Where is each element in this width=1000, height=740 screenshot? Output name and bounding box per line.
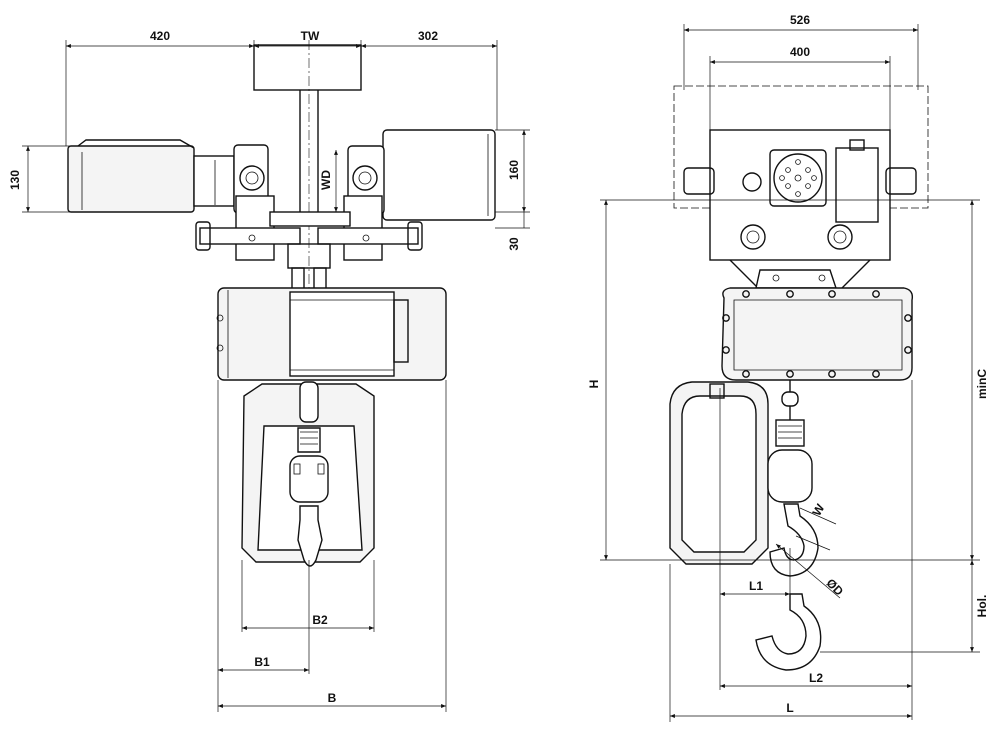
hook-block-side <box>755 380 822 671</box>
label-w: W <box>810 501 828 518</box>
label-od: ØD <box>824 576 847 599</box>
hoist-body <box>216 287 447 381</box>
label-400: 400 <box>790 45 810 59</box>
label-minc: minC <box>975 369 989 399</box>
label-420: 420 <box>150 29 170 43</box>
side-dimensions <box>600 24 980 722</box>
label-l: L <box>786 701 793 715</box>
label-l2: L2 <box>809 671 823 685</box>
label-l1: L1 <box>749 579 763 593</box>
label-tw: TW <box>301 29 320 43</box>
trolley-frame <box>195 195 423 291</box>
label-30: 30 <box>507 237 521 251</box>
hook-block-front <box>289 381 329 567</box>
label-b1: B1 <box>254 655 270 669</box>
label-b: B <box>328 691 337 705</box>
label-526: 526 <box>790 13 810 27</box>
label-302: 302 <box>418 29 438 43</box>
front-view <box>22 40 530 712</box>
label-160: 160 <box>507 160 521 180</box>
hoist-body-side <box>721 269 914 381</box>
front-dimensions <box>22 40 530 712</box>
i-beam <box>253 40 362 420</box>
label-h: H <box>587 380 601 389</box>
chain-container-side <box>669 381 769 565</box>
label-hol: Hol. <box>975 595 989 618</box>
label-130: 130 <box>8 170 22 190</box>
side-view <box>600 24 980 722</box>
label-b2: B2 <box>312 613 328 627</box>
label-wd: WD <box>319 170 333 190</box>
trolley-side <box>683 129 917 291</box>
